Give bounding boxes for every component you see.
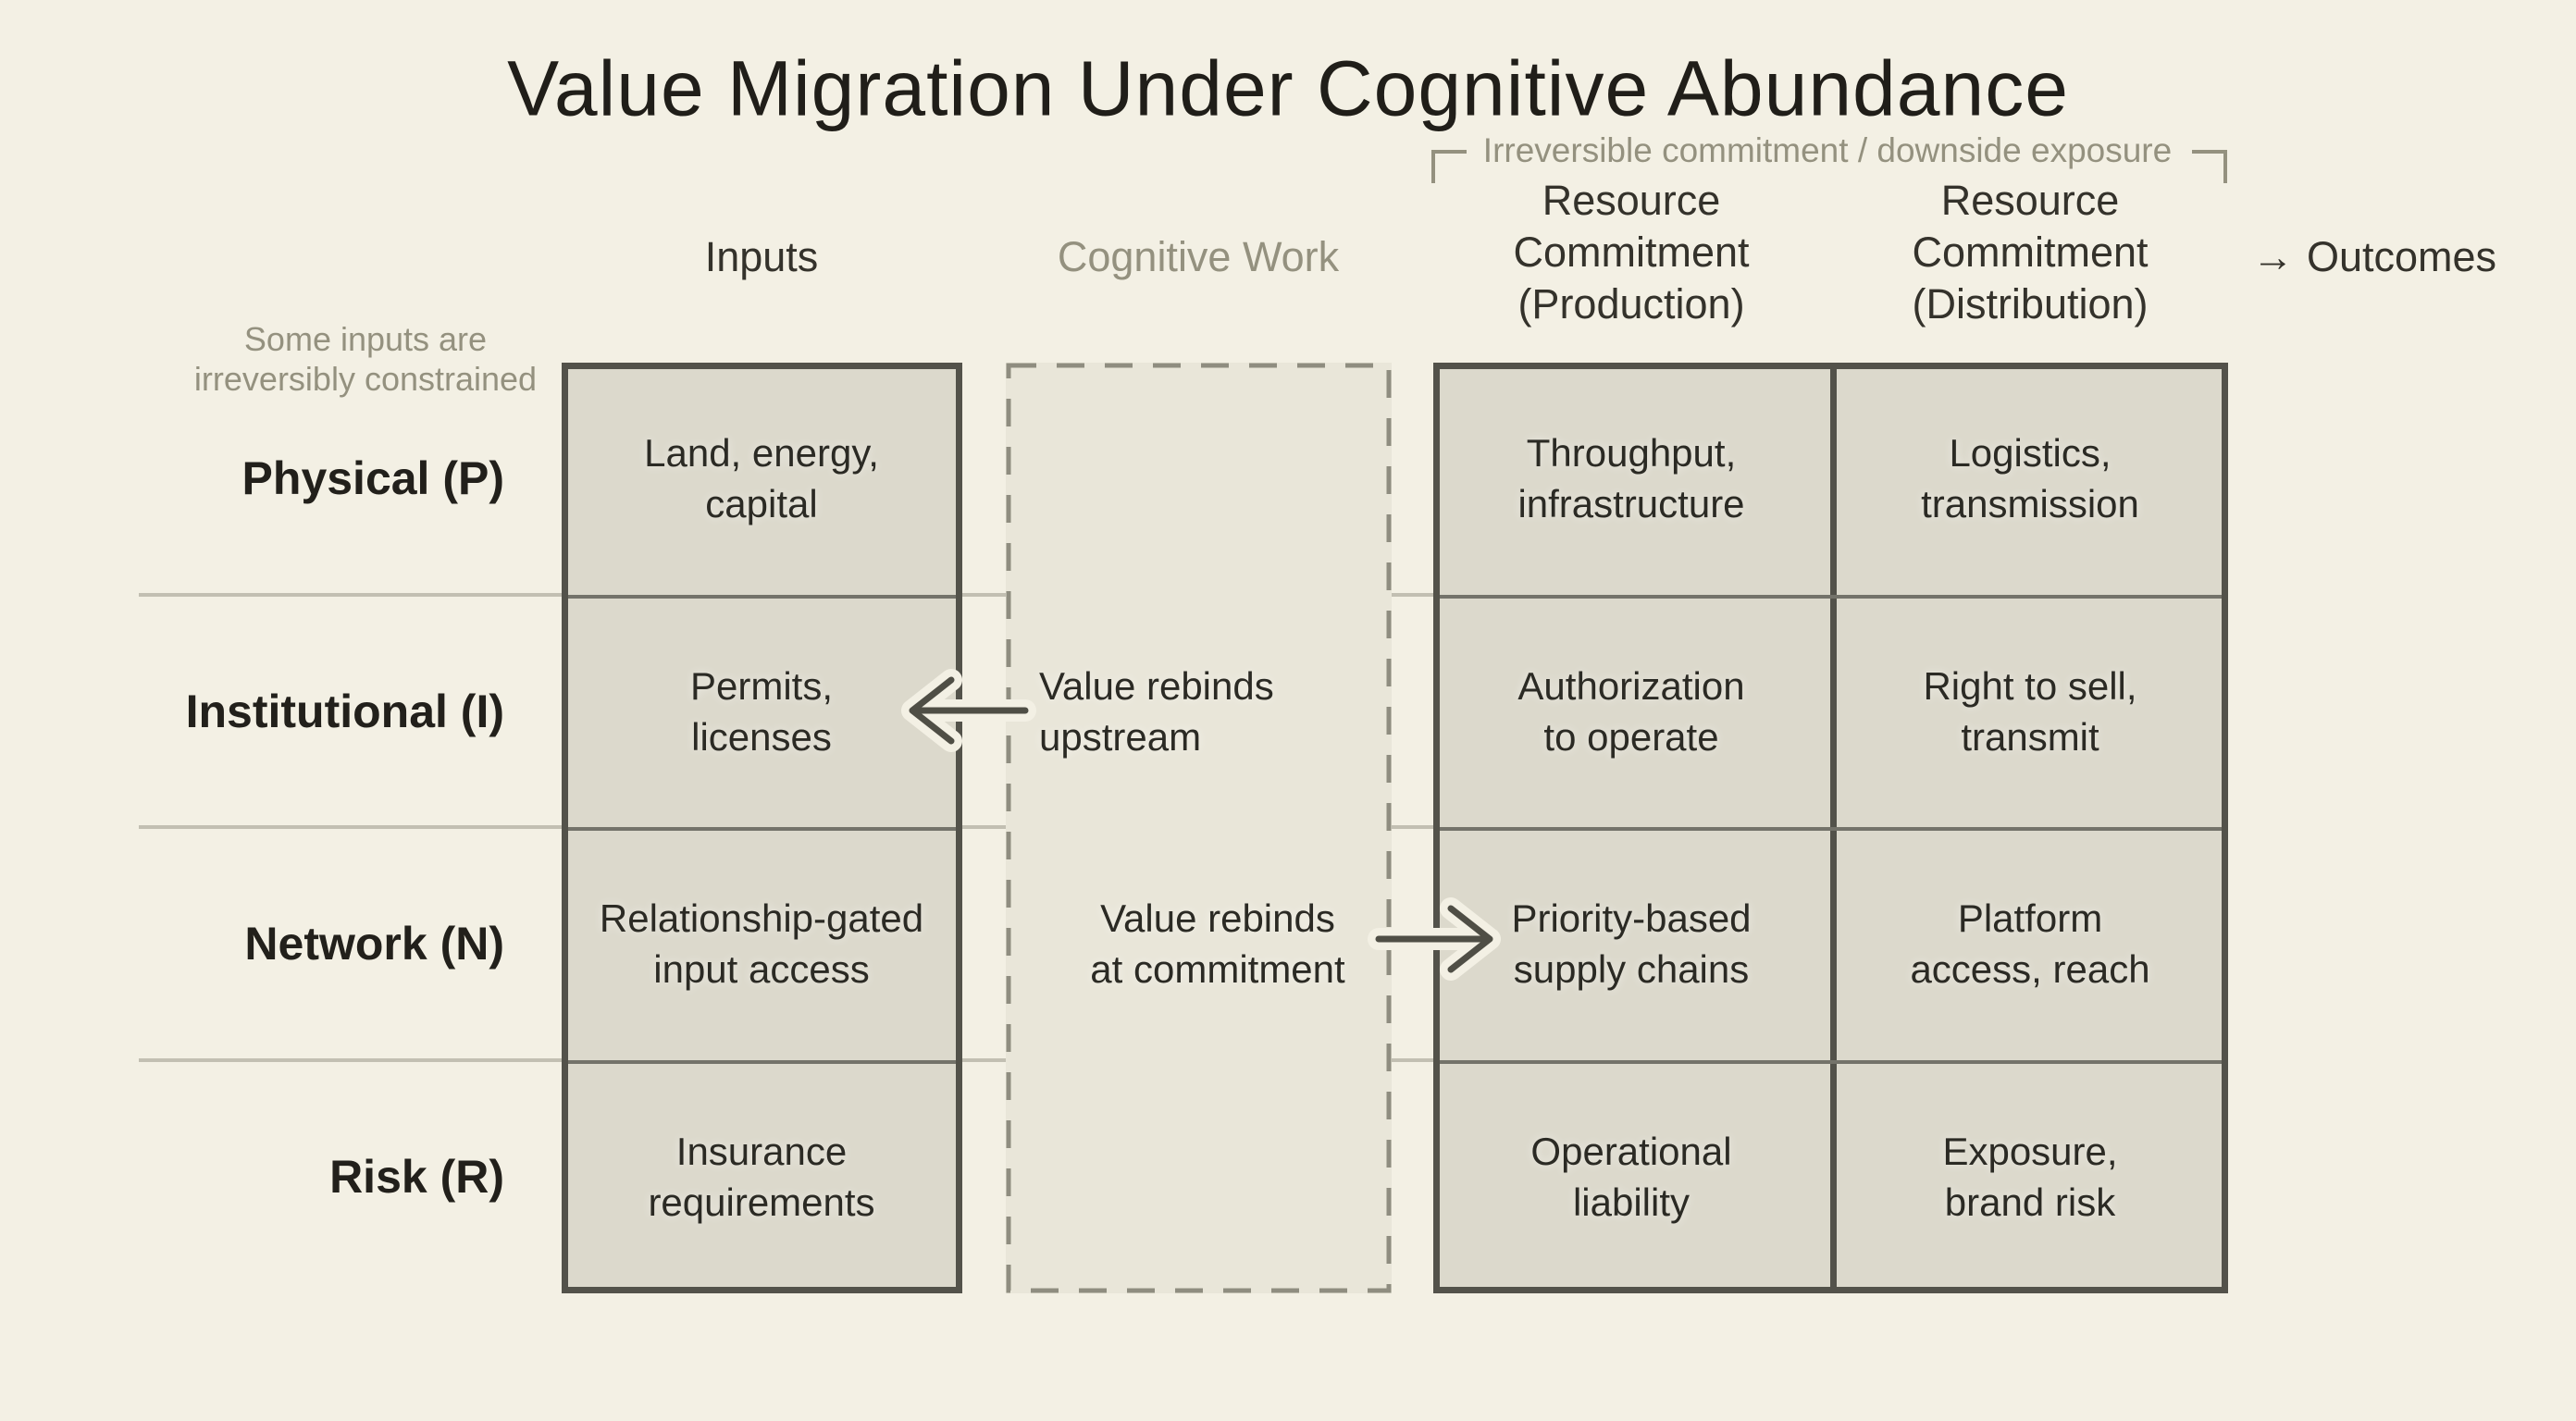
column-header-inputs: Inputs xyxy=(704,233,819,280)
cell-production-physical: Throughput, infrastructure xyxy=(1517,431,1745,525)
annotation-value-rebinds-upstream: Value rebinds upstream xyxy=(1039,664,1274,759)
annotation-value-rebinds-at-commitment: Value rebinds at commitment xyxy=(1090,896,1345,991)
row-label-institutional: Institutional (I) xyxy=(185,686,504,737)
inputs-row-divider xyxy=(568,827,956,831)
resource-commitment-box xyxy=(1433,363,2228,1293)
cell-distribution-institutional: Right to sell, transmit xyxy=(1923,664,2137,759)
commitment-row-divider xyxy=(1440,1060,2222,1064)
cell-distribution-risk: Exposure, brand risk xyxy=(1942,1130,2118,1224)
inputs-column-box xyxy=(562,363,962,1293)
cell-production-risk: Operational liability xyxy=(1530,1130,1732,1224)
column-header-outcomes: → Outcomes xyxy=(2252,231,2496,283)
bracket-label: Irreversible commitment / downside expos… xyxy=(1482,131,2173,169)
commitment-row-divider xyxy=(1440,595,2222,599)
row-label-risk: Risk (R) xyxy=(329,1151,504,1203)
inputs-row-divider xyxy=(568,595,956,599)
column-header-resource-commitment-production: Resource Commitment (Production) xyxy=(1513,177,1750,327)
row-label-network: Network (N) xyxy=(244,918,504,970)
inputs-row-divider xyxy=(568,1060,956,1064)
cell-inputs-institutional: Permits, licenses xyxy=(689,664,834,759)
column-header-cognitive-work: Cognitive Work xyxy=(1057,233,1340,280)
column-header-resource-commitment-distribution: Resource Commitment (Distribution) xyxy=(1912,177,2149,327)
page-title: Value Migration Under Cognitive Abundanc… xyxy=(507,44,2069,132)
cell-inputs-network: Relationship-gated input access xyxy=(599,896,924,991)
cell-production-network: Priority-based supply chains xyxy=(1511,896,1752,991)
cell-inputs-risk: Insurance requirements xyxy=(648,1130,875,1224)
cell-production-institutional: Authorization to operate xyxy=(1517,664,1745,759)
side-note-constrained-inputs: Some inputs are irreversibly constrained xyxy=(193,320,538,398)
cell-distribution-network: Platform access, reach xyxy=(1910,896,2150,991)
right-arrow-icon: → xyxy=(2251,233,2294,280)
cell-inputs-physical: Land, energy, capital xyxy=(644,431,879,525)
cell-distribution-physical: Logistics, transmission xyxy=(1921,431,2139,525)
outcomes-label: Outcomes xyxy=(2306,233,2497,280)
cognitive-work-column xyxy=(1006,363,1392,1293)
row-label-physical: Physical (P) xyxy=(242,452,504,504)
commitment-row-divider xyxy=(1440,827,2222,831)
